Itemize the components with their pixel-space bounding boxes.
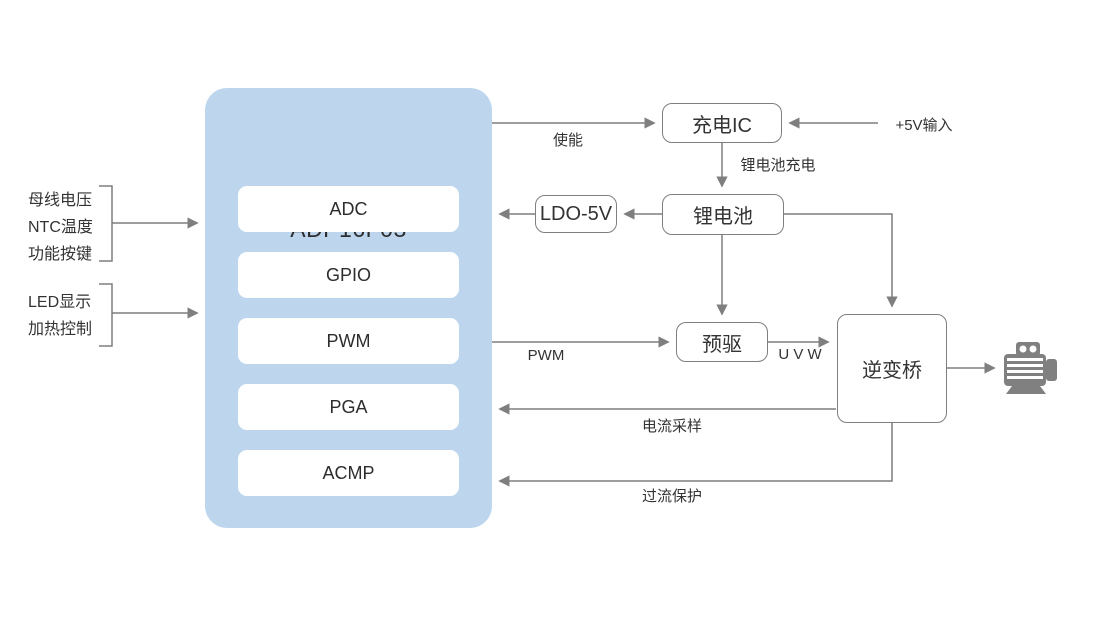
input-label-ntc-temp: NTC温度 <box>28 219 93 236</box>
label-battery-charging: 锂电池充电 <box>740 157 816 174</box>
input-group-control: LED显示 加热控制 <box>28 289 92 343</box>
bracket-group2 <box>99 283 113 347</box>
label-uvw: U V W <box>778 346 822 363</box>
node-inverter-bridge: 逆变桥 <box>837 314 947 423</box>
module-gpio: GPIO <box>238 252 459 298</box>
label-current-sampling: 电流采样 <box>641 418 703 435</box>
node-li-battery: 锂电池 <box>662 194 784 235</box>
label-enable: 使能 <box>552 132 584 149</box>
label-pwm: PWM <box>527 347 565 364</box>
node-charger-ic: 充电IC <box>662 103 782 143</box>
module-acmp: ACMP <box>238 450 459 496</box>
input-label-buttons: 功能按键 <box>28 246 93 263</box>
module-adc: ADC <box>238 186 459 232</box>
input-group-analog: 母线电压 NTC温度 功能按键 <box>28 187 93 268</box>
mcu-block: ADP16F03 ADC GPIO PWM PGA ACMP <box>205 88 492 528</box>
input-label-bus-voltage: 母线电压 <box>28 192 93 209</box>
bracket-group1 <box>99 185 113 262</box>
module-pga: PGA <box>238 384 459 430</box>
label-overcurrent-protection: 过流保护 <box>641 488 703 505</box>
input-label-led-display: LED显示 <box>28 294 92 311</box>
label-power-input: +5V输入 <box>895 117 953 134</box>
motor-icon <box>1004 342 1057 394</box>
node-ldo-5v: LDO-5V <box>535 195 617 233</box>
edge-overcurrent-protection <box>498 423 893 487</box>
module-pwm: PWM <box>238 318 459 364</box>
input-label-heat-control: 加热控制 <box>28 321 93 338</box>
edge-battery-to-inverter <box>784 213 898 308</box>
node-predriver: 预驱 <box>676 322 768 362</box>
